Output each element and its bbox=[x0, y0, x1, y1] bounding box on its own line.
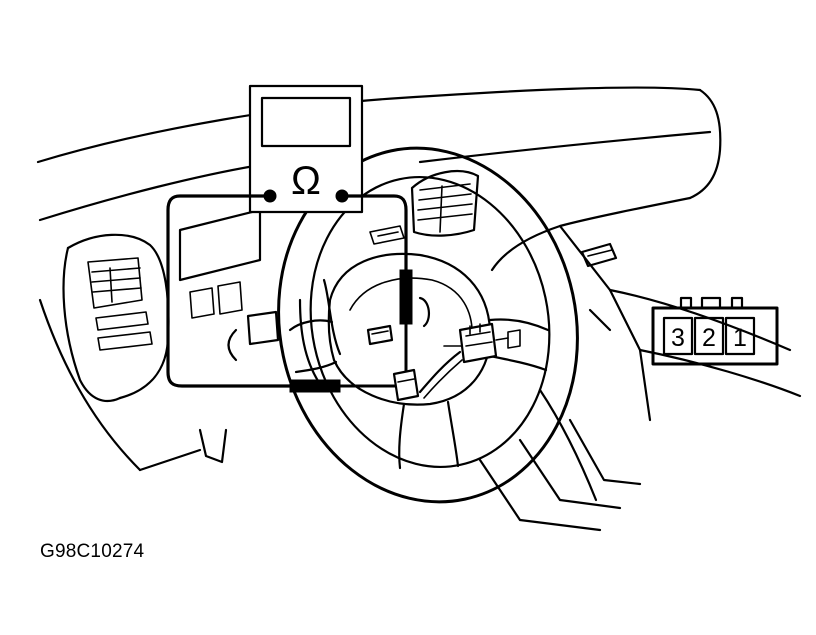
right-test-lead bbox=[340, 194, 408, 272]
connector-pin-diagram: 3 2 1 bbox=[651, 296, 779, 366]
connector-housing bbox=[651, 306, 779, 366]
test-leads bbox=[166, 194, 420, 402]
steering-wheel bbox=[277, 146, 579, 504]
pin-label-3: 3 bbox=[671, 324, 685, 352]
pin-cell-1 bbox=[724, 316, 756, 356]
right-probe bbox=[399, 269, 413, 325]
pin-cell-2 bbox=[693, 316, 725, 356]
ohmmeter-display bbox=[260, 96, 352, 148]
figure-code: G98C10274 bbox=[40, 541, 145, 562]
left-probe bbox=[289, 379, 341, 393]
ohmmeter: Ω bbox=[248, 84, 364, 214]
ohmmeter-body bbox=[248, 84, 364, 214]
pin-label-1: 1 bbox=[733, 324, 747, 352]
airbag-connector bbox=[392, 368, 420, 402]
left-test-lead bbox=[166, 194, 292, 388]
ohm-symbol: Ω bbox=[291, 159, 321, 203]
pin-label-2: 2 bbox=[702, 324, 716, 352]
clock-spring-connector bbox=[443, 322, 521, 364]
dashboard bbox=[36, 86, 802, 532]
pin-cell-3 bbox=[662, 316, 694, 356]
